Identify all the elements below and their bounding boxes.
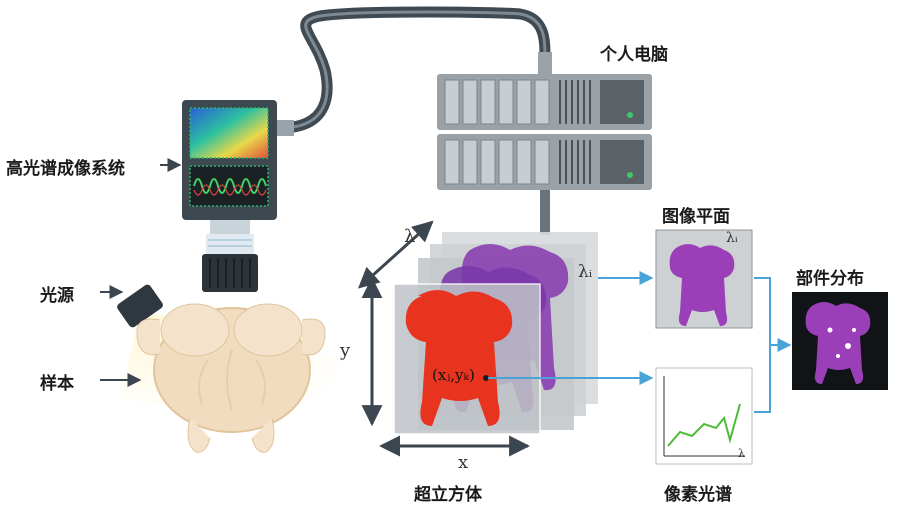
label-component-distribution: 部件分布 — [796, 269, 864, 289]
sample-chicken-icon — [136, 303, 326, 453]
image-plane-panel — [655, 229, 753, 329]
spectrum-lambda-label: λ — [738, 447, 745, 460]
label-sample: 样本 — [40, 374, 74, 394]
axis-x-label: x — [458, 452, 469, 473]
pc-server-icon — [437, 74, 652, 190]
hypercube-axes — [357, 220, 531, 457]
component-distribution-panel — [792, 292, 888, 390]
image-plane-lambda-i-label: λᵢ — [726, 230, 738, 246]
axis-lambda-i-label: λᵢ — [578, 262, 593, 282]
label-hypercube: 超立方体 — [414, 485, 482, 505]
label-pixel-spectrum: 像素光谱 — [664, 485, 732, 505]
label-image-plane: 图像平面 — [662, 207, 730, 227]
light-source-icon — [117, 284, 163, 328]
label-arrows — [100, 158, 182, 387]
pixel-spectrum-panel — [655, 367, 753, 465]
axis-lambda-label: λ — [404, 226, 416, 247]
hsi-camera-icon — [182, 100, 277, 292]
hypercube — [393, 232, 598, 435]
pixel-coordinate-label: (xⱼ,yₖ) — [432, 366, 475, 384]
flow-arrows — [488, 271, 792, 413]
axis-y-label: y — [340, 340, 351, 361]
cable — [272, 6, 552, 235]
label-hsi-system: 高光谱成像系统 — [6, 159, 125, 179]
label-pc: 个人电脑 — [600, 45, 668, 65]
label-light-source: 光源 — [40, 286, 74, 306]
red-layer — [405, 290, 513, 426]
